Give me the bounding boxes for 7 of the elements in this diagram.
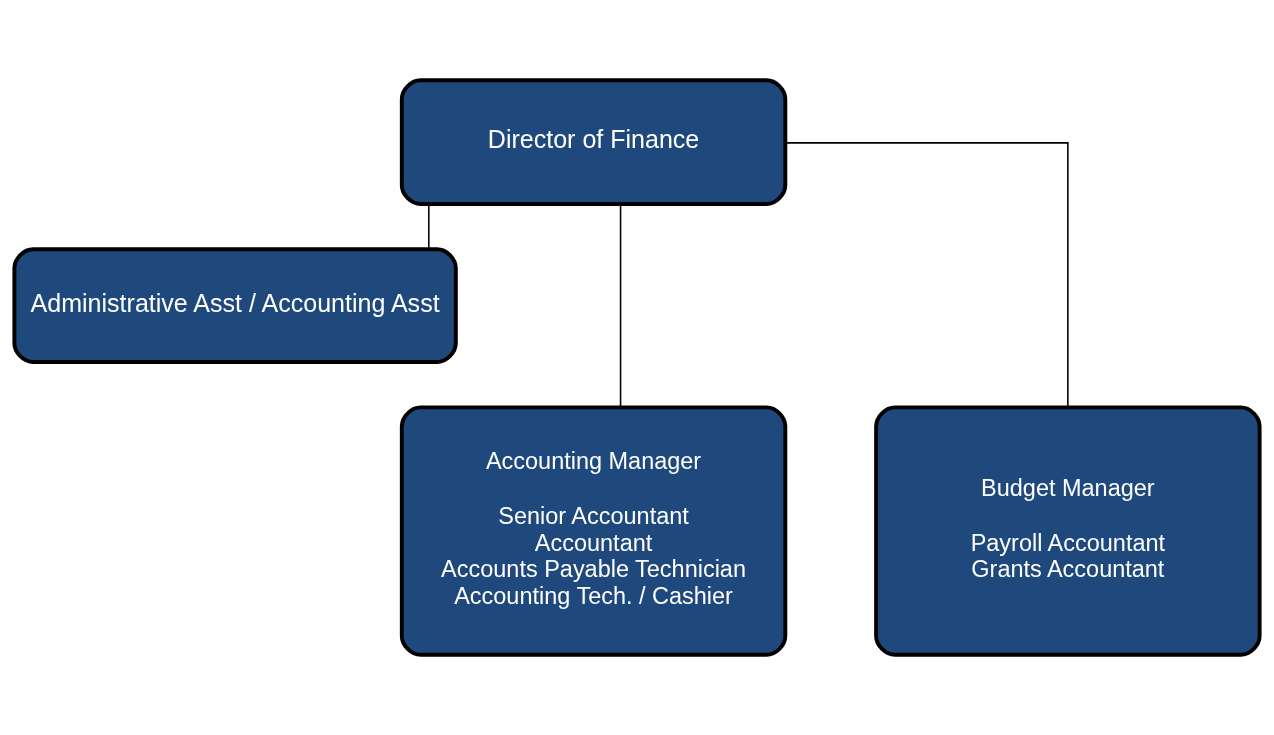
node-box: Budget Manager Payroll Accountant Grants Accountant (874, 405, 1262, 657)
node-box: Accounting Manager Senior Accountant Accountant Accounts Payable Technician Accounting Tech. / Cashier (399, 405, 788, 657)
node-box: Director of Finance (399, 78, 788, 206)
node-box: Administrative Asst / Accounting Asst (12, 247, 458, 364)
connector (785, 142, 1069, 408)
connector (428, 203, 430, 250)
connector (619, 203, 622, 408)
